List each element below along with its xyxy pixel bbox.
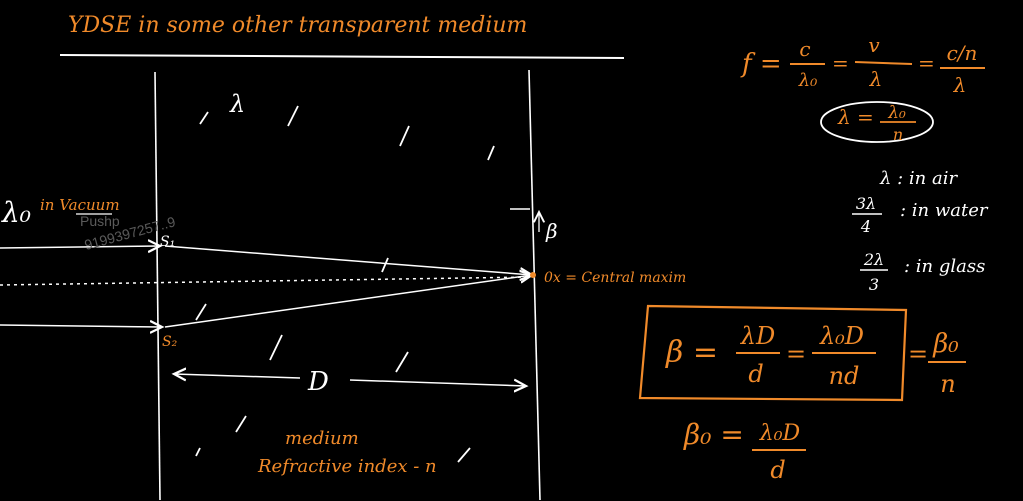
title-underline: [59, 54, 625, 59]
slit-plane-line: [154, 71, 161, 501]
lambda-relation: λ = λ₀ n: [837, 103, 916, 144]
svg-text:λ: λ: [953, 73, 967, 97]
svg-text:β₀: β₀: [932, 329, 959, 359]
svg-text:d: d: [748, 360, 763, 388]
svg-text:λ₀: λ₀: [887, 103, 906, 123]
svg-text:v: v: [868, 33, 880, 57]
svg-text:β =: β =: [665, 335, 718, 370]
svg-text:=: =: [918, 51, 935, 75]
beta0-formula: β₀ = λ₀D d: [683, 418, 806, 484]
central-axis: [0, 276, 533, 286]
svg-text:3: 3: [869, 275, 879, 294]
page-title: YDSE in some other transparent medium: [68, 13, 527, 38]
central-point: [530, 272, 536, 278]
svg-text:λ : in air: λ : in air: [879, 168, 958, 189]
svg-text:λ₀D: λ₀D: [819, 322, 864, 350]
svg-text:λD: λD: [740, 322, 775, 350]
svg-text:nd: nd: [829, 362, 860, 390]
lambda-relation-circle: [820, 101, 934, 143]
beta-formula: β = λD d = λ₀D nd = β₀ n: [665, 322, 966, 398]
svg-text:3λ: 3λ: [856, 194, 876, 213]
svg-text:λ =: λ =: [837, 105, 874, 129]
lambda-label: λ: [229, 90, 245, 118]
watermark-name: Pushp: [80, 213, 120, 229]
svg-text:d: d: [770, 456, 785, 484]
wavefront-marks: [195, 105, 495, 463]
beta-formula-box: [638, 304, 908, 402]
wavelength-table: λ : in air 3λ 4 : in water 2λ 3 : in gla…: [852, 168, 989, 294]
slit-s2-label: S₂: [162, 334, 178, 350]
ray-s2: [164, 275, 532, 328]
in-vacuum-label: in Vacuum: [40, 196, 120, 214]
frequency-formula: f = c λ₀ = v λ = c/n λ: [740, 33, 985, 97]
slit-s1-label: S₁: [160, 234, 175, 250]
svg-text:n: n: [893, 125, 903, 144]
incident-ray-bottom: [0, 325, 162, 327]
svg-text:λ₀D: λ₀D: [759, 421, 801, 446]
svg-text:β₀ =: β₀ =: [683, 418, 744, 451]
svg-text:f =: f =: [740, 49, 782, 79]
distance-arrow-left: [174, 374, 301, 378]
svg-text:: in water: : in water: [900, 200, 989, 221]
svg-text:=: =: [786, 340, 806, 368]
svg-text:n: n: [940, 370, 955, 398]
svg-text:2λ: 2λ: [863, 250, 884, 269]
incident-ray-top: [0, 246, 160, 248]
svg-text:=: =: [908, 340, 928, 368]
lambda0-label: λ₀: [1, 196, 31, 229]
distance-d-label: D: [307, 367, 329, 397]
medium-label: medium: [285, 428, 359, 449]
svg-text:4: 4: [860, 217, 871, 236]
screen-line: [528, 69, 541, 501]
ray-s1: [164, 245, 532, 275]
refractive-index-label: Refractive index - n: [257, 456, 437, 477]
svg-text:λ: λ: [869, 67, 883, 91]
svg-text:: in glass: : in glass: [904, 256, 985, 277]
distance-arrow-right: [349, 380, 526, 386]
beta-label: β: [545, 219, 558, 243]
svg-text:c/n: c/n: [947, 41, 978, 65]
central-maxima-label: 0x = Central maxim: [544, 270, 686, 286]
svg-text:=: =: [832, 51, 849, 75]
svg-text:λ₀: λ₀: [798, 70, 818, 91]
svg-text:c: c: [799, 37, 810, 61]
